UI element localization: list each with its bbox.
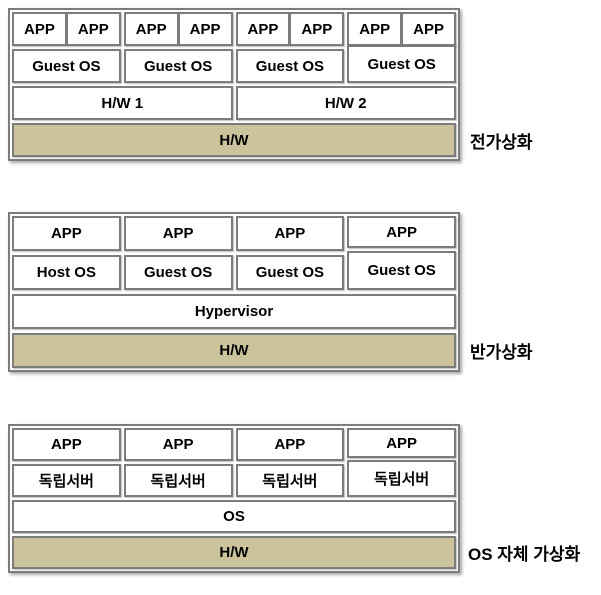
hw-split-row: H/W 1 H/W 2: [12, 86, 456, 120]
app-box: APP: [347, 12, 403, 46]
app-box: APP: [235, 12, 291, 46]
app-pair: APP APP: [235, 12, 345, 46]
app-box: APP: [123, 12, 179, 46]
app-box: APP: [235, 428, 345, 461]
app-pair: APP APP: [12, 12, 121, 46]
guest-os-box: Guest OS: [235, 255, 345, 290]
app-pair: APP APP: [347, 12, 456, 46]
diagram-para-virtualization: APP APP APP APP Host OS Guest OS Guest O…: [8, 212, 460, 372]
side-label-full-virtualization: 전가상화: [470, 132, 533, 152]
hw-row: H/W: [12, 123, 456, 157]
app-box: APP: [347, 216, 456, 248]
os-row: Host OS Guest OS Guest OS Guest OS: [12, 251, 456, 290]
app-box: APP: [12, 216, 121, 251]
independent-server-box: 독립서버: [123, 464, 233, 497]
hw-bar: H/W: [12, 333, 456, 368]
os-layer-row: OS: [12, 500, 456, 533]
app-box: APP: [289, 12, 345, 46]
os-box: OS: [12, 500, 456, 533]
guest-os-box: Guest OS: [12, 49, 121, 83]
independent-server-box: 독립서버: [12, 464, 121, 497]
app-row: APP APP APP APP APP APP APP APP: [12, 12, 456, 46]
hw-row: H/W: [12, 333, 456, 368]
app-box: APP: [123, 216, 233, 251]
independent-server-box: 독립서버: [347, 460, 456, 497]
hw-row: H/W: [12, 536, 456, 569]
app-box: APP: [401, 12, 456, 46]
app-box: APP: [65, 12, 121, 46]
side-label-para-virtualization: 반가상화: [470, 343, 533, 362]
guest-os-box: Guest OS: [235, 49, 345, 83]
app-box: APP: [123, 428, 233, 461]
host-os-box: Host OS: [12, 255, 121, 290]
hw1-box: H/W 1: [12, 86, 233, 120]
app-box: APP: [347, 428, 456, 458]
guest-os-box: Guest OS: [347, 45, 456, 83]
server-row: 독립서버 독립서버 독립서버 독립서버: [12, 460, 456, 497]
side-label-os-level-virtualization: OS 자체 가상화: [468, 545, 581, 564]
diagram-full-virtualization: APP APP APP APP APP APP APP APP Guest OS…: [8, 8, 460, 161]
hypervisor-box: Hypervisor: [12, 294, 456, 329]
hw-bar: H/W: [12, 123, 456, 157]
diagram-os-level-virtualization: APP APP APP APP 독립서버 독립서버 독립서버 독립서버 OS H…: [8, 424, 460, 573]
guest-os-box: Guest OS: [123, 255, 233, 290]
guest-os-box: Guest OS: [123, 49, 233, 83]
app-box: APP: [12, 428, 121, 461]
app-pair: APP APP: [123, 12, 233, 46]
hw2-box: H/W 2: [235, 86, 456, 120]
app-box: APP: [12, 12, 67, 46]
hypervisor-row: Hypervisor: [12, 294, 456, 329]
app-box: APP: [177, 12, 233, 46]
os-row: Guest OS Guest OS Guest OS Guest OS: [12, 45, 456, 83]
independent-server-box: 독립서버: [235, 464, 345, 497]
app-box: APP: [235, 216, 345, 251]
app-row: APP APP APP APP: [12, 428, 456, 461]
guest-os-box: Guest OS: [347, 251, 456, 290]
hw-bar: H/W: [12, 536, 456, 569]
app-row: APP APP APP APP: [12, 216, 456, 251]
